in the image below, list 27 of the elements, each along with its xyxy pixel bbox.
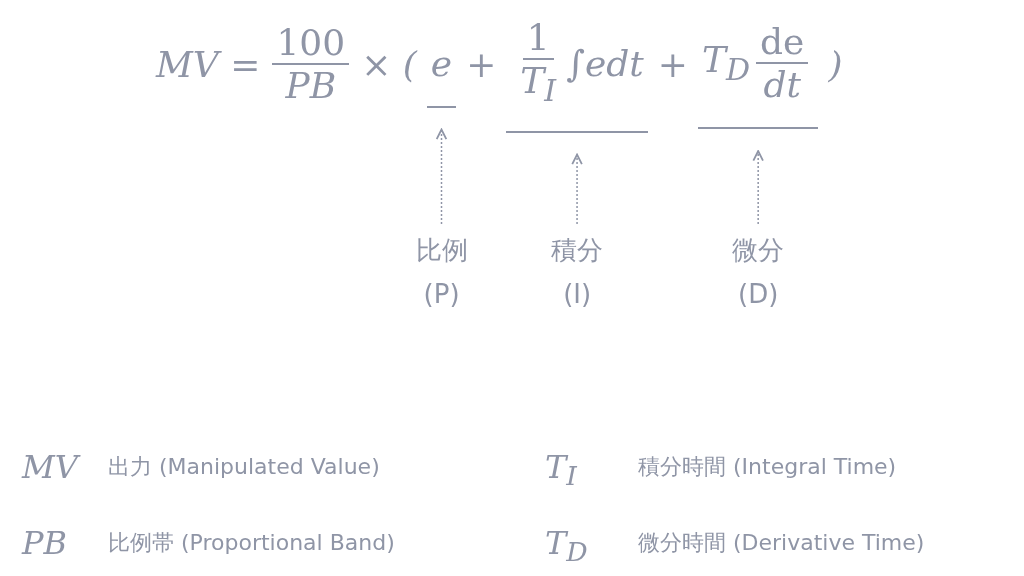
definition-text: 微分時間 (Derivative Time): [638, 529, 925, 557]
denominator: PB: [284, 65, 338, 106]
symbol: T$_{D}$: [545, 524, 588, 568]
term-text: ∫edt: [566, 42, 644, 84]
formula-text: +: [657, 43, 688, 85]
term-label: 積分 (I): [535, 228, 619, 317]
definition-text: 比例帯 (Proportional Band): [108, 529, 395, 557]
symbol: T$_{I}$: [545, 448, 577, 492]
formula-text: MV =: [156, 43, 261, 85]
symbol: PB: [22, 524, 68, 562]
term-text: e: [430, 42, 453, 84]
denominator: T$_{I}$: [519, 60, 558, 109]
denominator: dt: [762, 64, 802, 105]
arrow: [571, 153, 583, 225]
definition-text: 出力 (Manipulated Value): [108, 453, 380, 481]
term-label: 比例 (P): [400, 228, 484, 317]
numerator: 100: [272, 22, 350, 65]
definition-text: 積分時間 (Integral Time): [638, 453, 897, 481]
term-text: T$_{D}$: [701, 38, 751, 88]
formula-text: ): [828, 43, 843, 85]
numerator: 1: [522, 17, 554, 61]
formula-text: +: [466, 43, 497, 85]
arrow: [752, 150, 764, 225]
arrow: [435, 128, 448, 225]
term-label: 微分 (D): [716, 228, 800, 317]
numerator: de: [756, 21, 809, 64]
formula-text: × (: [361, 43, 417, 85]
